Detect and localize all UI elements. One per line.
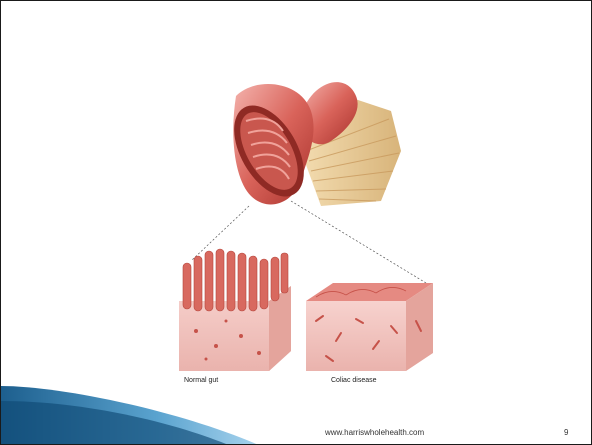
slide-number: 9 xyxy=(564,428,568,437)
coeliac-block xyxy=(306,283,433,371)
normal-gut-block xyxy=(179,249,291,371)
caption-coeliac-disease: Coliac disease xyxy=(331,377,377,384)
caption-normal-gut: Normal gut xyxy=(184,377,218,384)
footer-url: www.harriswholehealth.com xyxy=(325,428,424,437)
decorative-swoosh xyxy=(1,384,263,445)
